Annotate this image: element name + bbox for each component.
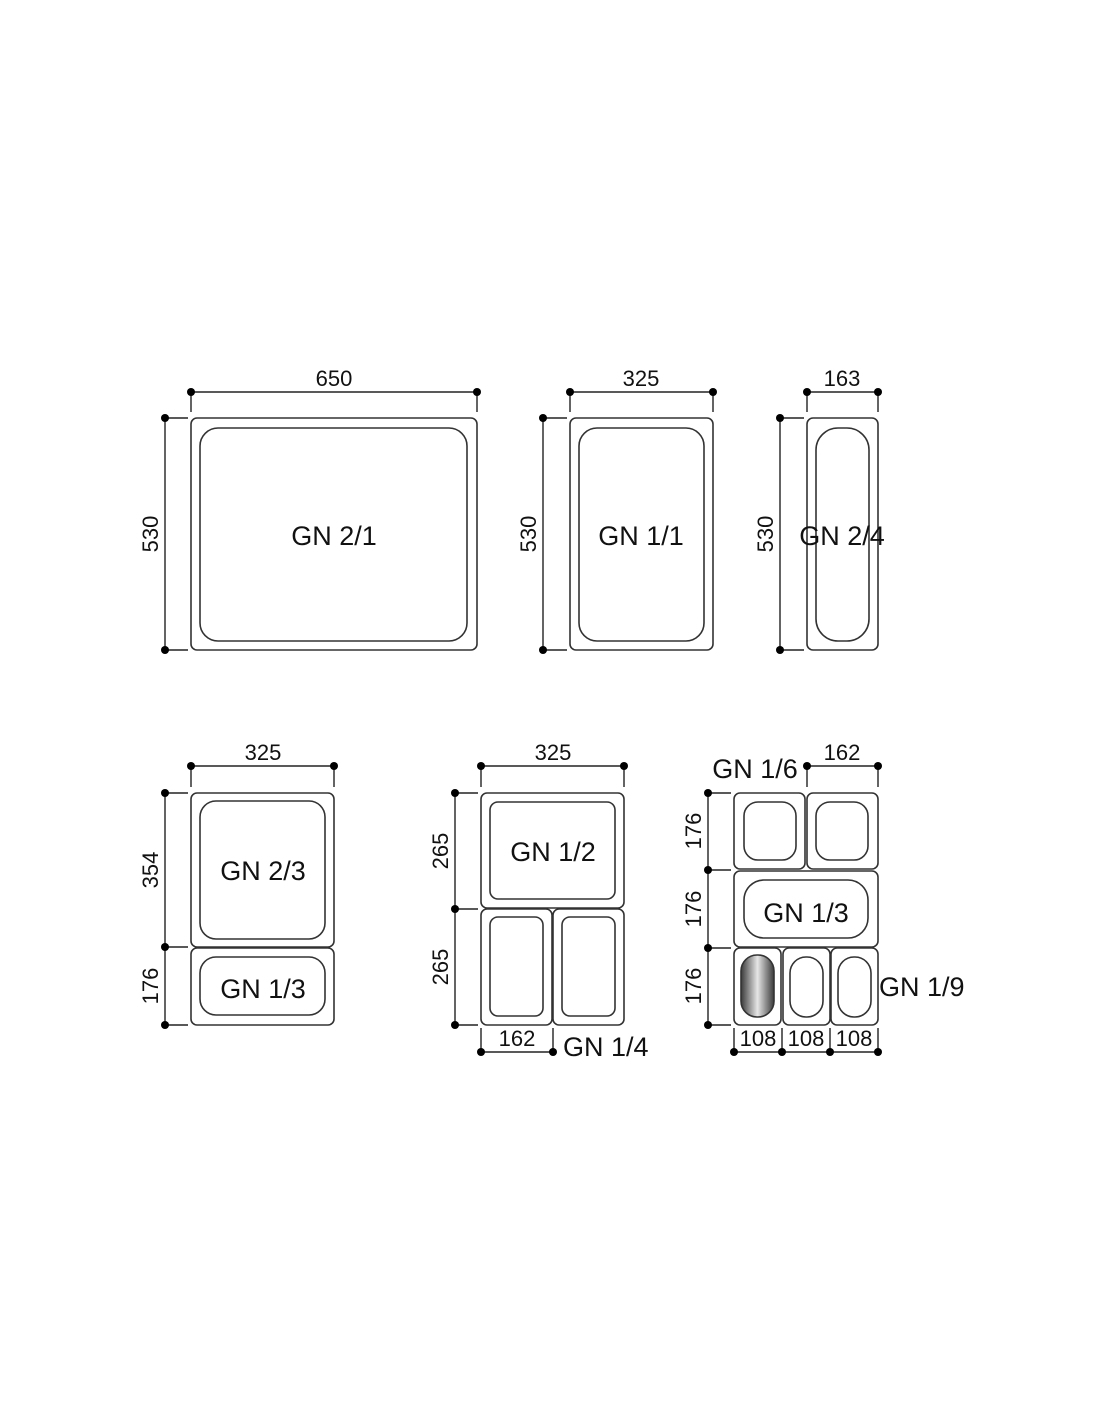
gn-2-4-width-dim: 163 <box>824 366 861 391</box>
gn-2-4-inner <box>815 427 870 642</box>
gn-2-1-width-dim: 650 <box>316 366 353 391</box>
gn-1-1-inner <box>578 427 705 642</box>
gn-1-6-row-height-1: 176 <box>681 813 706 850</box>
gn-1-3-inner-small <box>199 956 326 1016</box>
gn-2-1-inner <box>199 427 468 642</box>
gn-1-2-inner <box>489 801 616 900</box>
gn-1-4-width-dim: 162 <box>499 1026 536 1051</box>
gn-2-1-group: GN 2/1 650 530 <box>138 366 481 654</box>
gn-1-6-inner-right <box>815 801 869 861</box>
gn-2-1-height-dim: 530 <box>138 516 163 553</box>
gn-1-3-label-wide: GN 1/3 <box>763 898 849 928</box>
gn-1-1-height-dim: 530 <box>516 516 541 553</box>
gn-2-3-group: GN 2/3 GN 1/3 325 354 176 <box>138 740 338 1029</box>
gn-1-2-width-dim: 325 <box>535 740 572 765</box>
gn-2-4-height-dim: 530 <box>753 516 778 553</box>
gn-1-9-inner-highlight <box>740 954 775 1018</box>
gn-1-1-label: GN 1/1 <box>598 521 684 551</box>
gn-1-9-label: GN 1/9 <box>879 972 965 1002</box>
gn-1-2-group: GN 1/2 325 265 265 162 GN 1/4 <box>428 740 649 1062</box>
gn-2-3-inner <box>199 800 326 940</box>
gn-1-6-label: GN 1/6 <box>712 754 798 784</box>
gn-1-9-inner-right <box>837 956 872 1018</box>
gn-1-6-row-height-3: 176 <box>681 968 706 1005</box>
gn-1-6-width-dim: 162 <box>824 740 861 765</box>
gn-2-3-height-dim: 354 <box>138 852 163 889</box>
gn-1-1-group: GN 1/1 325 530 <box>516 366 717 654</box>
gn-1-4-inner-left <box>489 916 544 1017</box>
gn-1-2-height-dim-bottom: 265 <box>428 949 453 986</box>
gn-1-6-group: GN 1/6 GN 1/3 GN 1/9 162 176 176 176 108 <box>681 740 965 1056</box>
gn-2-3-label: GN 2/3 <box>220 856 306 886</box>
gn-1-6-row-height-2: 176 <box>681 891 706 928</box>
gn-2-3-width-dim: 325 <box>245 740 282 765</box>
gn-2-4-label: GN 2/4 <box>799 521 885 551</box>
gn-1-2-height-dim-top: 265 <box>428 833 453 870</box>
gn-1-3-label-small: GN 1/3 <box>220 974 306 1004</box>
gn-1-9-width-dim-2: 108 <box>788 1026 825 1051</box>
gn-1-4-inner-right <box>561 916 616 1017</box>
gn-1-3-inner-wide <box>743 879 869 939</box>
gn-1-4-label: GN 1/4 <box>563 1032 649 1062</box>
gn-2-1-label: GN 2/1 <box>291 521 377 551</box>
gn-1-9-inner-middle <box>789 956 824 1018</box>
gn-1-9-width-dim-3: 108 <box>836 1026 873 1051</box>
gn-2-4-group: GN 2/4 163 530 <box>753 366 885 654</box>
gn-1-9-width-dim-1: 108 <box>740 1026 777 1051</box>
gn-1-1-width-dim: 325 <box>623 366 660 391</box>
gn-1-2-label: GN 1/2 <box>510 837 596 867</box>
gn-1-3-height-dim-small: 176 <box>138 968 163 1005</box>
gn-1-6-inner-left <box>743 801 797 861</box>
